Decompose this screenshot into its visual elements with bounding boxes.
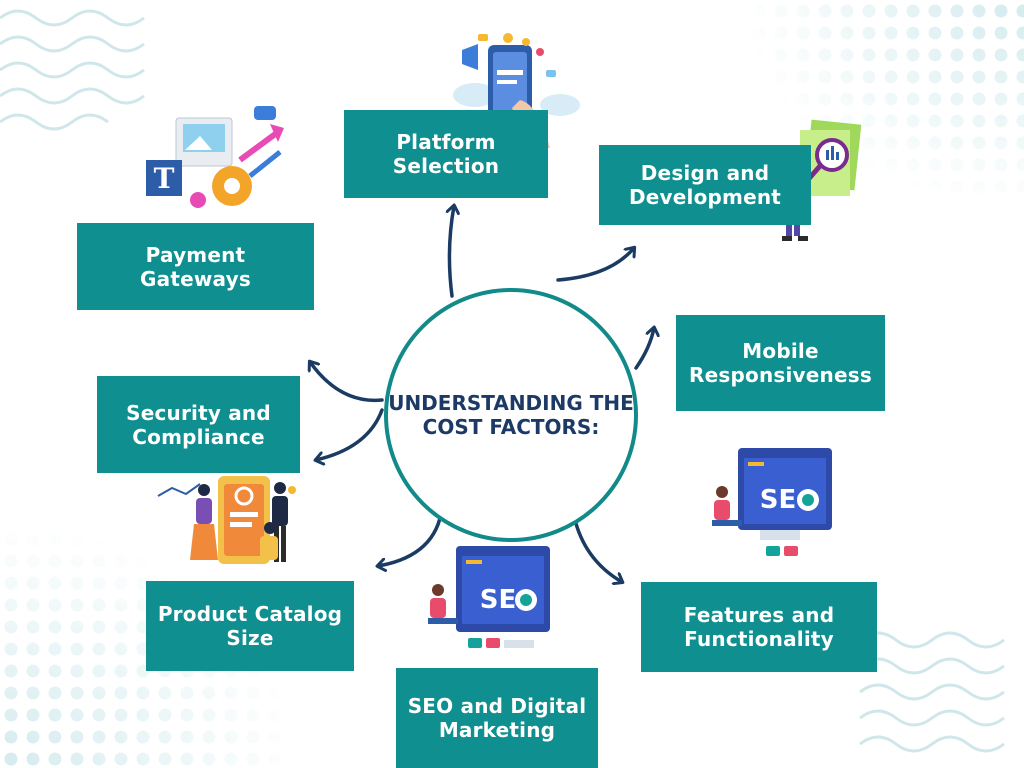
factor-label-line-1: Platform: [396, 130, 496, 154]
center-title-line-1: UNDERSTANDING: [388, 391, 583, 415]
factor-box-design-and-development: Design and Development: [599, 145, 811, 225]
arrow-to-payment-gateways: [310, 362, 384, 403]
factor-label-line-1: Mobile: [742, 339, 819, 363]
factor-label-line-2: Functionality: [684, 627, 834, 651]
factor-label-line-2: Gateways: [140, 266, 251, 291]
factor-label-line-1: Design and: [640, 161, 770, 185]
mobile-app-team-illustration: [157, 476, 296, 564]
factor-label-line-2: Responsiveness: [689, 363, 872, 387]
svg-text:SE: SE: [760, 485, 797, 515]
factor-label-line-1: SEO and Digital: [407, 694, 587, 718]
arrow-to-features-and-functionality: [572, 514, 622, 582]
factor-box-features-and-functionality: Features and Functionality: [641, 582, 877, 672]
seo-monitor-illustration: SE: [712, 448, 832, 556]
factor-box-seo-and-digital-marketing: SEO and Digital Marketing: [396, 668, 598, 768]
content-media-illustration: T: [146, 106, 284, 208]
factor-label-line-1: Features and: [683, 603, 835, 627]
factor-box-product-catalog-size: Product Catalog Size: [146, 581, 354, 671]
factor-label-line-1: Security and: [126, 400, 271, 425]
factor-box-security-and-compliance: Security and Compliance: [97, 376, 300, 473]
arrow-to-security-and-compliance: [316, 408, 384, 460]
factor-label-line-1: Product Catalog: [157, 602, 343, 626]
factor-label-line-2: Size: [226, 626, 274, 650]
factor-label-line-2: Compliance: [132, 424, 265, 449]
arrow-to-product-catalog-size: [378, 506, 444, 566]
factor-label-line-2: Marketing: [438, 718, 556, 742]
wave-pattern-bottom-right: [859, 631, 1005, 753]
arrow-to-mobile-responsiveness: [634, 328, 654, 370]
center-title-line-2: THE COST FACTORS:: [422, 391, 634, 439]
factor-box-platform-selection: Platform Selection: [344, 110, 548, 198]
seo-monitor-illustration: SE: [428, 546, 550, 648]
arrow-to-design-and-development: [556, 248, 634, 282]
factor-label-line-1: Payment: [145, 242, 246, 267]
factor-box-payment-gateways: Payment Gateways: [77, 223, 314, 310]
factor-label-line-2: Selection: [392, 154, 500, 178]
arrow-to-platform-selection: [449, 206, 454, 298]
wave-pattern-top-left: [0, 9, 145, 131]
svg-text:T: T: [154, 162, 175, 195]
svg-text:SE: SE: [480, 585, 517, 615]
factor-box-mobile-responsiveness: Mobile Responsiveness: [676, 315, 885, 411]
center-title: UNDERSTANDING THE COST FACTORS:: [384, 288, 638, 542]
factor-label-line-2: Development: [628, 185, 782, 209]
